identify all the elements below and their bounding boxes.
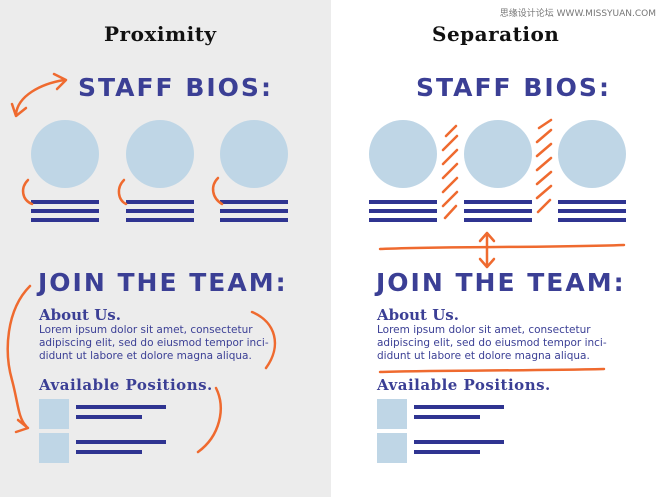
right-bio-line (464, 200, 532, 204)
left-staff-photo-3 (220, 120, 288, 188)
left-curve-arrow-head (14, 418, 30, 434)
right-double-arrow-top (478, 231, 496, 243)
left-group-hook-1 (21, 178, 34, 206)
right-about-heading: About Us. (377, 306, 459, 324)
right-separation-hatch-1 (441, 124, 459, 220)
right-double-arrow-bottom (478, 257, 496, 269)
left-curve-to-positions (6, 284, 32, 428)
right-position-thumb (377, 399, 407, 429)
right-staff-photo-2 (464, 120, 532, 188)
right-bio-line (558, 200, 626, 204)
right-bio-line (464, 218, 532, 222)
left-bio-line (126, 200, 194, 204)
right-position-thumb (377, 433, 407, 463)
right-join-title: JOIN THE TEAM: (376, 268, 626, 297)
right-separation-hatch-2 (535, 118, 553, 214)
left-arrow-to-staff-title (14, 78, 66, 116)
left-bio-line (220, 209, 288, 213)
left-position-line (76, 440, 166, 444)
left-arrowhead-tail (10, 102, 28, 118)
left-about-heading: About Us. (39, 306, 121, 324)
left-bio-line (126, 209, 194, 213)
left-position-line (76, 415, 142, 419)
left-about-line-2: adipiscing elit, sed do eiusmod tempor i… (39, 337, 269, 349)
left-position-thumb (39, 433, 69, 463)
left-positions-bracket (196, 386, 222, 454)
left-bio-line (126, 218, 194, 222)
right-about-line-3: didunt ut labore et dolore magna aliqua. (377, 350, 590, 362)
right-bio-line (369, 209, 437, 213)
left-join-title: JOIN THE TEAM: (38, 268, 288, 297)
right-position-line (414, 440, 504, 444)
left-bio-line (31, 218, 99, 222)
proximity-heading: Proximity (104, 22, 217, 46)
left-staff-bios-title: STAFF BIOS: (78, 73, 273, 102)
right-section-separator (378, 243, 626, 251)
right-staff-photo-3 (558, 120, 626, 188)
right-bio-line (464, 209, 532, 213)
right-about-text: Lorem ipsum dolor sit amet, consectetur … (377, 324, 627, 363)
right-about-line-1: Lorem ipsum dolor sit amet, consectetur (377, 324, 591, 336)
separation-heading: Separation (432, 22, 560, 46)
left-position-line (76, 405, 166, 409)
left-about-text: Lorem ipsum dolor sit amet, consectetur … (39, 324, 289, 363)
right-bio-line (369, 218, 437, 222)
left-bio-line (31, 209, 99, 213)
right-staff-bios-title: STAFF BIOS: (416, 73, 611, 102)
left-positions-heading: Available Positions. (39, 376, 213, 394)
left-group-hook-2 (117, 178, 128, 206)
right-paragraph-underline (378, 367, 606, 374)
left-position-thumb (39, 399, 69, 429)
right-staff-photo-1 (369, 120, 437, 188)
left-arrow-head (52, 72, 68, 91)
left-bio-line (220, 200, 288, 204)
right-position-line (414, 405, 504, 409)
right-about-line-2: adipiscing elit, sed do eiusmod tempor i… (377, 337, 607, 349)
left-bio-line (31, 200, 99, 204)
right-positions-heading: Available Positions. (377, 376, 551, 394)
watermark: 思缘设计论坛 WWW.MISSYUAN.COM (499, 9, 656, 19)
right-bio-line (369, 200, 437, 204)
left-position-line (76, 450, 142, 454)
left-bio-line (220, 218, 288, 222)
left-group-hook-3 (211, 176, 224, 206)
right-position-line (414, 415, 480, 419)
left-about-line-3: didunt ut labore et dolore magna aliqua. (39, 350, 252, 362)
left-about-line-1: Lorem ipsum dolor sit amet, consectetur (39, 324, 253, 336)
left-paragraph-bracket (250, 310, 277, 370)
right-bio-line (558, 218, 626, 222)
left-staff-photo-2 (126, 120, 194, 188)
left-staff-photo-1 (31, 120, 99, 188)
right-bio-line (558, 209, 626, 213)
right-position-line (414, 450, 480, 454)
